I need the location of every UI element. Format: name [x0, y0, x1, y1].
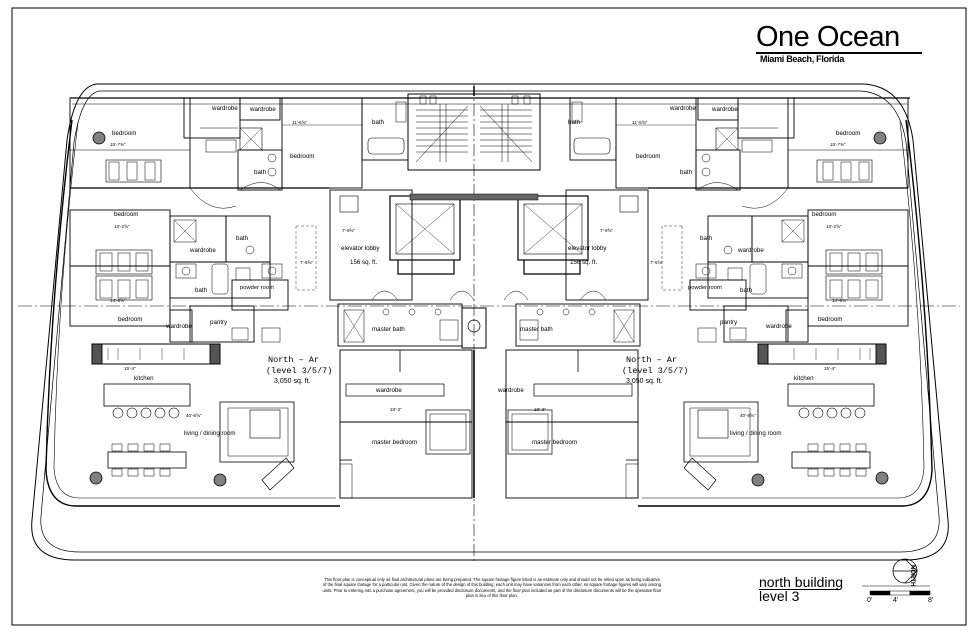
building-level: level 3	[759, 588, 800, 604]
right-bath-d-label: bath	[740, 287, 753, 294]
scale-label-4: 4'	[893, 597, 899, 604]
left-dim-7: 7'-9⅝"	[342, 228, 355, 233]
right-wardrobe-c-label: wardrobe	[737, 247, 764, 254]
north-label: NORTH	[909, 565, 915, 587]
left-elevator-lobby-label: elevator lobby	[341, 245, 380, 252]
left-dim-1: 15'-7⅜"	[110, 142, 126, 147]
right-unit-area: 3,050 sq. ft.	[626, 378, 663, 385]
right-pantry-label: pantry	[720, 319, 738, 326]
right-bath-c-label: bath	[700, 235, 713, 242]
central-corridor-wall	[409, 193, 539, 201]
right-elevator-area-label: 156 sq. ft.	[570, 259, 597, 266]
left-master-wardrobe-label: wardrobe	[375, 387, 402, 394]
left-unit-levels: (level 3/5/7)	[266, 366, 332, 376]
right-wardrobe-d-label: wardrobe	[765, 323, 792, 330]
right-living-label: living / dining room	[730, 430, 782, 437]
left-dim-4: 14'-6⅝"	[110, 298, 126, 303]
left-bedroom-b-label: bedroom	[290, 153, 314, 160]
right-dim-7: 7'-9⅝"	[600, 228, 613, 233]
building-name-rule	[759, 589, 839, 590]
right-powder-label: powder room	[688, 285, 722, 291]
right-kitchen-label: kitchen	[794, 375, 814, 382]
right-dim-6: 40'-6⅝"	[740, 413, 756, 418]
scale-label-8: 8'	[928, 597, 934, 604]
title-underline	[756, 52, 922, 54]
left-wardrobe-a-label: wardrobe	[211, 105, 238, 112]
left-wardrobe-c-label: wardrobe	[189, 247, 216, 254]
left-master-bath-label: master bath	[372, 326, 405, 333]
right-dim-8: 7'-6⅝"	[650, 260, 663, 265]
right-dim-5: 15'-4"	[824, 366, 836, 371]
left-dim-8: 7'-6⅝"	[300, 260, 313, 265]
left-living-label: living / dining room	[184, 430, 236, 437]
right-facade	[638, 119, 933, 507]
slab-edge-outer	[31, 83, 949, 561]
left-dim-2: 11'-6⅝"	[292, 120, 308, 125]
right-master-bath-label: master bath	[520, 326, 553, 333]
slab-edge-inner	[40, 90, 940, 553]
left-dim-3: 13'-2⅝"	[114, 224, 130, 229]
sheet-border	[11, 7, 967, 626]
left-bedroom-c-label: bedroom	[114, 211, 138, 218]
right-unit-labels: bedroom wardrobe wardrobe bedroom bath b…	[497, 105, 860, 446]
left-unit-labels: bedroom wardrobe wardrobe bedroom bath b…	[110, 105, 417, 446]
left-bedroom-d-label: bedroom	[118, 316, 142, 323]
right-wardrobe-a-label: wardrobe	[669, 105, 696, 112]
left-wardrobe-d-label: wardrobe	[165, 323, 192, 330]
central-shaft	[461, 307, 487, 349]
right-master-wardrobe-label: wardrobe	[497, 387, 524, 394]
right-wardrobe-b-label: wardrobe	[711, 106, 738, 113]
right-dim-2: 11'-6⅝"	[632, 120, 648, 125]
right-elevator-lobby-label: elevator lobby	[568, 245, 607, 252]
left-powder-label: powder room	[240, 285, 274, 291]
left-master-bedroom-label: master bedroom	[372, 439, 417, 446]
right-dim-3: 13'-2⅝"	[826, 224, 842, 229]
right-dim-9: 18'-3"	[534, 407, 546, 412]
left-dim-5: 15'-4"	[124, 366, 136, 371]
right-dim-1: 15'-7⅜"	[830, 142, 846, 147]
left-bath-d-label: bath	[195, 287, 208, 294]
right-unit	[503, 97, 909, 499]
right-bath-b-label: bath	[680, 169, 693, 176]
left-pantry-label: pantry	[210, 319, 228, 326]
project-location: Miami Beach, Florida	[760, 54, 845, 64]
left-unit-area: 3,050 sq. ft.	[274, 378, 311, 385]
right-bedroom-d-label: bedroom	[818, 316, 842, 323]
left-unit-name: North – Ar	[268, 355, 319, 365]
left-unit	[69, 93, 541, 499]
left-bath-b-label: bath	[254, 169, 267, 176]
disclaimer-text: This floor plan is conceptual only as fi…	[322, 577, 662, 599]
right-unit-levels: (level 3/5/7)	[622, 366, 688, 376]
right-bedroom-b-label: bedroom	[636, 153, 660, 160]
left-dim-6: 40'-6⅝"	[186, 413, 202, 418]
right-unit-name: North – Ar	[626, 355, 677, 365]
right-dim-4: 14'-6⅝"	[832, 298, 848, 303]
right-bedroom-a-label: bedroom	[836, 130, 860, 137]
right-bath-a-label: bath	[568, 119, 581, 126]
left-bath-c-label: bath	[236, 235, 249, 242]
left-bath-a-label: bath	[372, 119, 385, 126]
right-master-bedroom-label: master bedroom	[532, 439, 577, 446]
project-title: One Ocean	[756, 21, 900, 53]
left-elevator-area-label: 156 sq. ft.	[350, 259, 377, 266]
left-facade	[45, 119, 340, 507]
left-bedroom-a-label: bedroom	[112, 130, 136, 137]
building-name: north building	[759, 574, 844, 590]
left-wardrobe-b-label: wardrobe	[249, 106, 276, 113]
scale-bar	[869, 590, 931, 596]
left-kitchen-label: kitchen	[134, 375, 154, 382]
scale-label-0: 0'	[867, 597, 873, 604]
left-dim-9: 18'-3"	[390, 407, 402, 412]
right-bedroom-c-label: bedroom	[812, 211, 836, 218]
structural-columns	[89, 131, 889, 487]
